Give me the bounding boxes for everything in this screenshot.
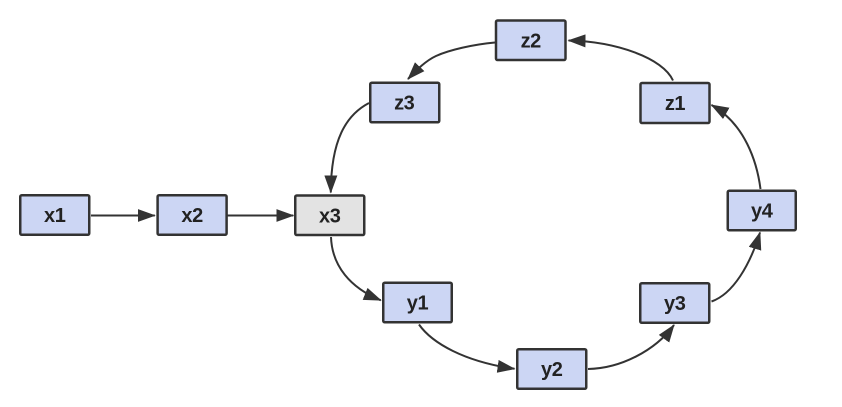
svg-text:y1: y1 [407, 293, 429, 315]
svg-text:z1: z1 [665, 93, 686, 115]
svg-text:z2: z2 [521, 30, 542, 52]
svg-text:x1: x1 [44, 205, 66, 227]
svg-text:y4: y4 [751, 201, 774, 223]
svg-text:y2: y2 [541, 359, 563, 381]
svg-text:y3: y3 [664, 293, 686, 315]
svg-text:x2: x2 [181, 205, 203, 227]
svg-text:z3: z3 [394, 93, 415, 115]
svg-text:x3: x3 [319, 205, 341, 227]
